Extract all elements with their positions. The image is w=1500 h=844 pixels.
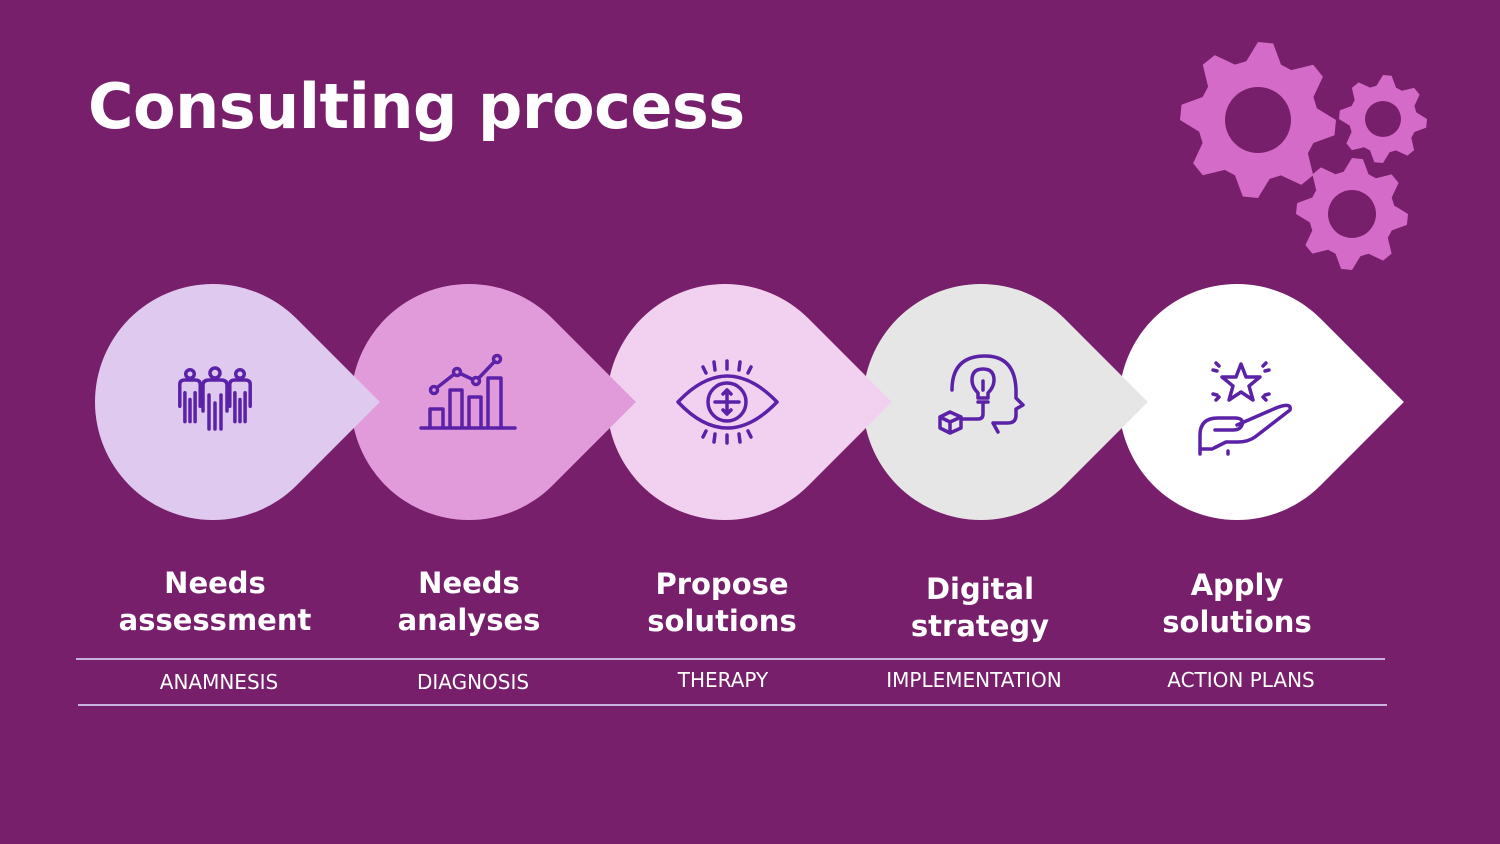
gears-icon — [1180, 42, 1427, 270]
step-subtitle-5: ACTION PLANS — [1167, 668, 1315, 692]
step-title-1: Needs assessment — [118, 566, 312, 637]
hand-star-icon — [1198, 361, 1292, 456]
head-lightbulb-icon — [938, 354, 1025, 435]
divider-bottom — [78, 704, 1387, 706]
bar-chart-icon — [419, 353, 517, 430]
team-icon — [178, 366, 252, 431]
gear-medium-icon — [1296, 158, 1408, 270]
step-subtitle-2: DIAGNOSIS — [416, 670, 530, 694]
step-shape-5 — [1119, 284, 1404, 520]
gear-large-icon — [1180, 42, 1336, 198]
step-title-5: Apply solutions — [1162, 568, 1312, 639]
step-subtitle-3: THERAPY — [677, 668, 769, 692]
step-title-2: Needs analyses — [397, 566, 541, 637]
step-subtitle-1: ANAMNESIS — [159, 670, 279, 694]
divider-top — [76, 658, 1385, 660]
step-title-4: Digital strategy — [910, 572, 1050, 643]
gear-small-icon — [1339, 75, 1427, 163]
page-title: Consulting process — [88, 70, 745, 143]
step-shape-4 — [863, 284, 1148, 520]
step-shape-1 — [95, 284, 380, 520]
eye-icon — [676, 359, 779, 445]
step-subtitle-4: IMPLEMENTATION — [886, 668, 1062, 692]
step-title-3: Propose solutions — [647, 567, 797, 638]
step-shape-2 — [350, 284, 636, 520]
step-shape-3 — [606, 284, 892, 520]
